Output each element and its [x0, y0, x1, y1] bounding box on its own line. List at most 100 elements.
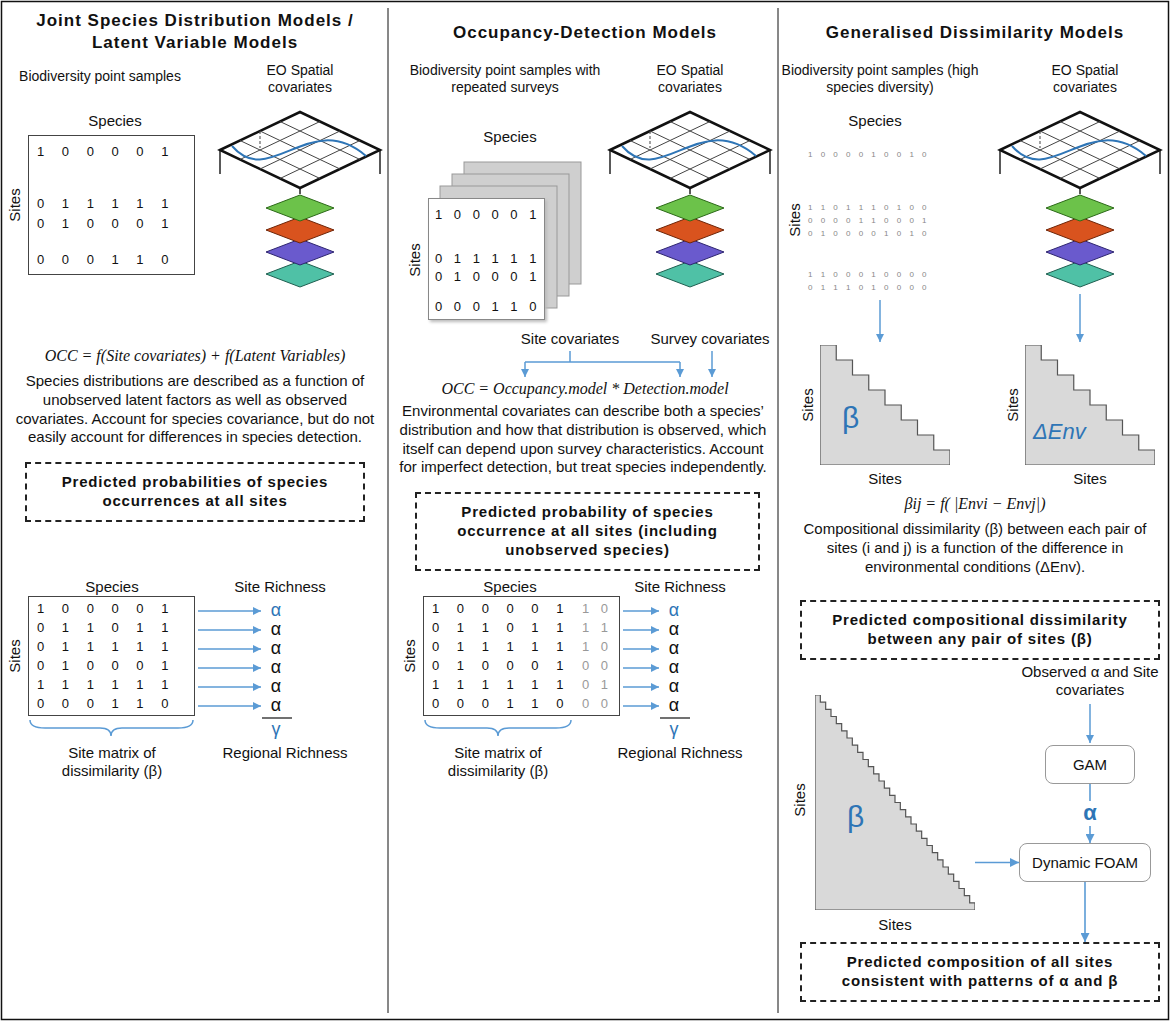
axis-label: Sites [790, 775, 810, 825]
richness-symbol: α [264, 677, 288, 697]
method-description: Environmental covariates can describe bo… [393, 402, 773, 477]
matrix-row: 1 1 [582, 620, 608, 636]
matrix-row: 0 1 1 1 1 1 [37, 639, 168, 655]
input-caption: Biodiversity point samples with repeated… [400, 62, 610, 96]
model-box: Dynamic FOAM [1019, 843, 1151, 882]
richness-symbol: α [662, 677, 686, 697]
matrix-row: 1 1 1 1 1 1 [432, 677, 563, 693]
matrix-row: 0 1 1 1 1 1 [432, 639, 563, 655]
matrix-row: 1 0 0 0 0 1 [37, 144, 168, 160]
matrix-row: 1 0 [582, 601, 608, 617]
matrix-row: 0 1 1 1 1 1 [37, 196, 168, 212]
model-formula: OCC = Occupancy.model * Detection.model [395, 380, 775, 398]
model-formula: βij = f( |Envi − Envj|) [785, 495, 1165, 513]
edge-label: α [1080, 801, 1100, 825]
richness-symbol: α [662, 601, 686, 621]
richness-symbol: α [662, 658, 686, 678]
axis-label: Species [470, 128, 550, 146]
column-divider [778, 8, 779, 1013]
input-caption: EO Spatial covariates [1040, 62, 1130, 96]
matrix-row: 0 0 [582, 696, 608, 712]
axis-label: Site Richness [615, 578, 745, 596]
dissimilarity-triangle: β [820, 345, 950, 465]
axis-label: Regional Richness [215, 744, 355, 762]
axis-label: Sites [860, 916, 930, 934]
axis-label: Sites [798, 380, 818, 430]
matrix-symbol: ΔEnv [1033, 419, 1086, 445]
matrix-row: 0 0 [582, 658, 608, 674]
box-text: Predicted probabilities of species occur… [37, 473, 353, 511]
axis-label: Sites [1003, 380, 1023, 430]
richness-symbol: α [264, 601, 288, 621]
matrix-row: 1 0 0 0 0 1 [37, 601, 168, 617]
staircase-triangle [1025, 345, 1155, 465]
axis-label: Sites [850, 470, 920, 488]
axis-label: Sites [1055, 470, 1125, 488]
matrix-row: 0 0 0 0 1 1 0 0 0 1 [808, 216, 968, 226]
panel-heading: Generalised Dissimilarity Models [785, 22, 1165, 44]
eo-layers-icon [1000, 112, 1160, 287]
matrix-row: 0 1 [582, 677, 608, 693]
species-matrix: 1 0 0 0 0 1 0 1 1 0 1 1 0 1 1 1 1 1 0 1 0 0… [423, 596, 620, 716]
box-text: Predicted compositional dissimilarity be… [812, 611, 1148, 649]
axis-label: Sites [785, 195, 805, 245]
prediction-box: Predicted probability of species occurre… [415, 492, 760, 571]
matrix-row: 0 1 1 0 1 1 [432, 620, 563, 636]
richness-symbol: γ [264, 720, 288, 740]
prediction-box: Predicted compositional dissimilarity be… [800, 600, 1160, 660]
staircase-triangle [820, 345, 950, 465]
flow-connector [975, 862, 1019, 864]
covariate-arrows [525, 351, 712, 377]
sum-line [262, 717, 690, 718]
model-formula: OCC = f(Site covariates) + f(Latent Vari… [10, 347, 380, 365]
matrix-row: 0 0 0 1 1 0 [432, 696, 563, 712]
matrix-row: 1 0 [582, 639, 608, 655]
richness-symbol: α [264, 658, 288, 678]
matrix-row: 0 0 0 1 1 0 [37, 696, 168, 712]
matrix-row: 1 1 1 1 1 1 [37, 677, 168, 693]
eo-layers-icon [220, 112, 380, 287]
column-divider [388, 8, 389, 1013]
axis-label: Species [75, 112, 155, 130]
axis-label: Site covariates [505, 330, 635, 348]
axis-label: Sites [5, 180, 25, 230]
matrix-row: 0 0 0 1 1 0 [435, 299, 536, 315]
axis-label: Species [72, 578, 152, 596]
axis-label: Sites [5, 631, 25, 681]
box-text: Predicted probability of species occurre… [427, 503, 748, 559]
matrix-row: 1 0 0 0 0 1 [432, 601, 563, 617]
model-box: GAM [1045, 745, 1135, 784]
method-description: Species distributions are described as a… [15, 372, 375, 447]
input-caption: Biodiversity point samples [5, 68, 195, 85]
matrix-row: 1 1 0 1 1 1 0 1 0 0 [808, 203, 968, 213]
species-matrix: 1 0 0 0 0 1 0 1 1 1 1 1 0 1 0 0 0 1 0 0 0 1… [28, 135, 195, 275]
richness-symbol: α [662, 620, 686, 640]
matrix-row: 0 1 0 0 0 0 1 0 1 0 [808, 229, 968, 239]
input-caption: EO Spatial covariates [255, 62, 345, 96]
richness-symbol: α [264, 696, 288, 716]
axis-label: Species [835, 112, 915, 130]
axis-label: Regional Richness [610, 744, 750, 762]
eo-layers-icon [610, 112, 770, 287]
richness-symbol: α [264, 639, 288, 659]
matrix-symbol: β [842, 401, 859, 435]
matrix-symbol: β [847, 800, 864, 834]
richness-symbol: α [662, 639, 686, 659]
survey-sheet: 1 0 0 0 0 10 1 1 1 1 10 1 0 0 0 10 0 0 1… [428, 198, 545, 320]
flow-connector [1084, 882, 1086, 942]
axis-label: Sites [405, 235, 425, 285]
staircase-triangle [815, 695, 975, 910]
axis-label: Site matrix of dissimilarity (β) [37, 744, 187, 780]
box-text: GAM [1073, 756, 1107, 773]
staircase-triangle [820, 345, 950, 465]
matrix-row: 0 1 0 0 0 1 [37, 216, 168, 232]
input-caption: Biodiversity point samples (high species… [780, 62, 980, 96]
panel-heading: Joint Species Distribution Models / Late… [30, 10, 360, 54]
box-text: Predicted composition of all sites consi… [812, 953, 1148, 991]
prediction-box: Predicted composition of all sites consi… [800, 942, 1160, 1002]
matrix-row: 0 0 0 1 1 0 [37, 252, 168, 268]
matrix-brace [30, 720, 571, 736]
matrix-row: 0 1 1 0 1 1 [37, 620, 168, 636]
axis-label: Site Richness [225, 578, 335, 596]
matrix-row: 0 1 1 1 1 1 [435, 251, 536, 267]
